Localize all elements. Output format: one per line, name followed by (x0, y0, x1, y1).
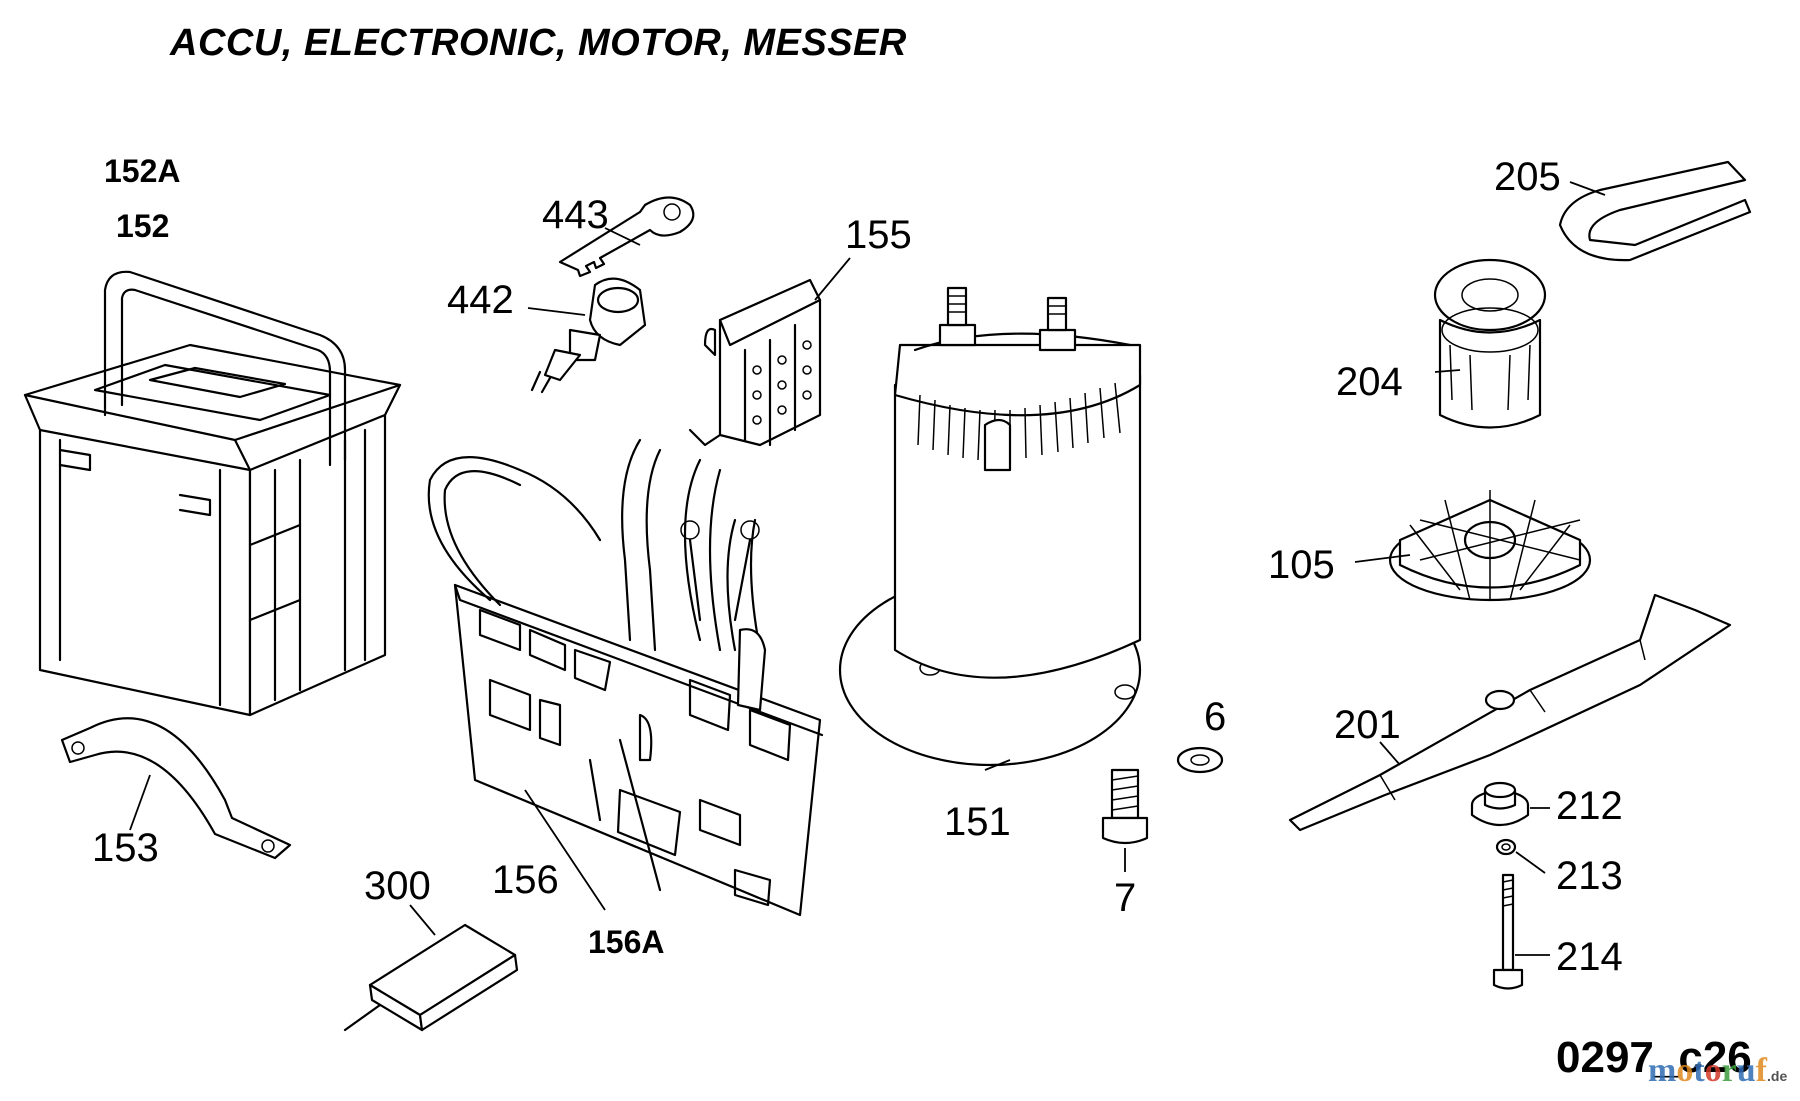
part-label-105: 105 (1268, 543, 1335, 587)
circuit-board-drawing (427, 438, 824, 917)
part-label-6: 6 (1204, 695, 1227, 739)
motor-drawing (838, 286, 1142, 767)
part-label-153: 153 (92, 826, 159, 870)
ignition-lock-drawing (530, 277, 647, 394)
watermark-logo: motoruf.de (1648, 1052, 1787, 1090)
part-label-7: 7 (1114, 876, 1137, 920)
part-label-204: 204 (1336, 360, 1403, 404)
connector-block-drawing (688, 278, 822, 447)
watermark-letter: o (1676, 1052, 1694, 1089)
pulley-drawing (1433, 258, 1547, 429)
bolt-drawing (1492, 873, 1524, 990)
washer-drawing (1176, 746, 1224, 774)
watermark-letter: f (1755, 1052, 1767, 1089)
part-label-214: 214 (1556, 935, 1623, 979)
part-label-155: 155 (845, 213, 912, 257)
remote-unit-drawing (343, 923, 519, 1032)
battery-strap-drawing (60, 717, 292, 860)
fan-drawing (1388, 490, 1592, 602)
watermark-letter: t (1693, 1052, 1705, 1089)
watermark-letter: r (1721, 1052, 1737, 1089)
part-label-212: 212 (1556, 784, 1623, 828)
watermark-suffix: .de (1767, 1068, 1788, 1084)
blade-drawing (1288, 593, 1732, 832)
part-label-442: 442 (447, 278, 514, 322)
part-label-156a: 156A (588, 924, 665, 960)
diagram-title: ACCU, ELECTRONIC, MOTOR, MESSER (170, 22, 907, 64)
part-label-205: 205 (1494, 155, 1561, 199)
part-label-156: 156 (492, 858, 559, 902)
watermark-letter: m (1648, 1052, 1677, 1089)
watermark-letter: u (1736, 1052, 1756, 1089)
screw-drawing (1101, 768, 1149, 845)
part-label-213: 213 (1556, 854, 1623, 898)
battery-drawing (23, 270, 402, 717)
part-label-201: 201 (1334, 703, 1401, 747)
key-drawing (558, 196, 695, 278)
spring-washer-drawing (1495, 838, 1517, 856)
belt-drawing (1558, 160, 1752, 262)
blade-hub-drawing (1470, 781, 1530, 826)
watermark-letters: motoruf (1648, 1052, 1767, 1089)
diagram-code: 0297_c26 (1556, 1033, 1752, 1082)
part-label-152a: 152A (104, 153, 181, 189)
part-label-152: 152 (116, 208, 170, 244)
part-label-151: 151 (944, 800, 1011, 844)
watermark-letter: o (1704, 1052, 1722, 1089)
part-label-300: 300 (364, 864, 431, 908)
part-label-443: 443 (542, 193, 609, 237)
